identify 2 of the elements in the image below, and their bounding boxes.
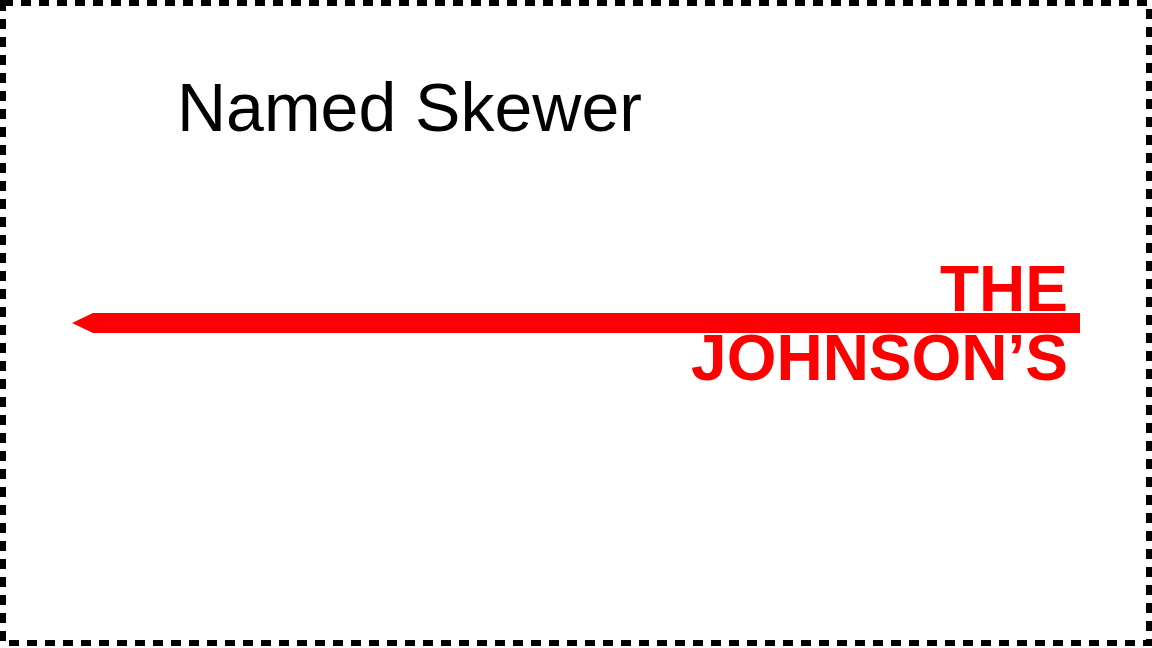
title: Named Skewer (177, 73, 642, 141)
skewer-name-text: THE JOHNSON’S (691, 255, 1068, 393)
